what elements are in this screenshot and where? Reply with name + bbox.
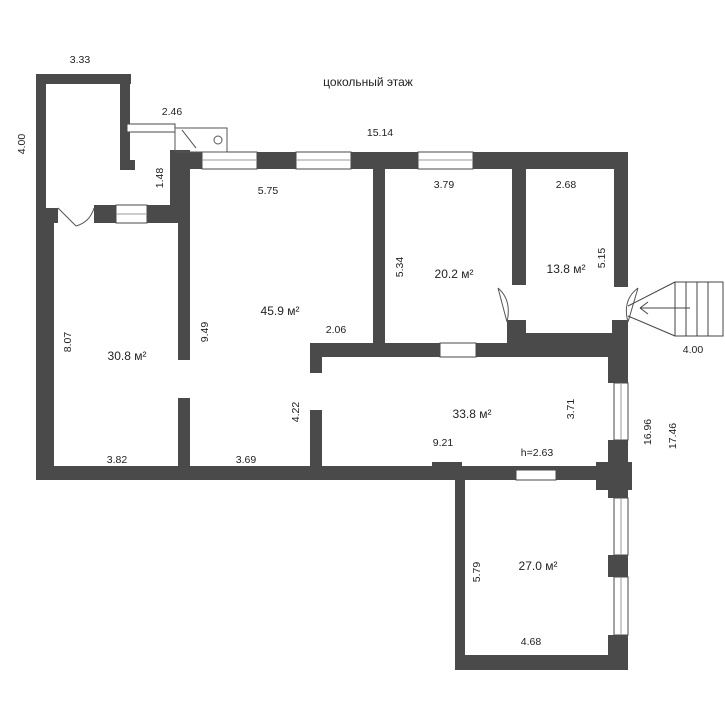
room-area: 30.8 м² (108, 349, 147, 363)
dimension-label: h=2.63 (521, 447, 554, 459)
dimension-label: 3.79 (434, 179, 455, 191)
exterior-stair (627, 281, 724, 337)
dimension-label: 5.34 (394, 257, 406, 278)
room-area: 20.2 м² (435, 267, 474, 281)
room-area: 13.8 м² (547, 262, 586, 276)
dimension-label: 1.48 (154, 168, 166, 189)
room-area: 45.9 м² (261, 304, 300, 318)
dimension-label: 9.49 (199, 322, 211, 343)
dimension-label: 5.75 (258, 185, 279, 197)
door-swing (497, 287, 509, 323)
dimension-label: 3.71 (565, 399, 577, 420)
dimension-label: 2.46 (162, 106, 183, 118)
dimension-label: 3.69 (236, 454, 257, 466)
dimension-label: 4.22 (290, 402, 302, 423)
dimension-labels: 3.33 2.46 15.14 5.75 3.79 2.68 2.06 4.00… (16, 54, 703, 648)
window (439, 342, 477, 358)
dimension-label: 4.00 (683, 344, 704, 356)
floor-title: цокольный этаж (323, 75, 413, 89)
window (126, 123, 176, 133)
window (515, 469, 557, 481)
walls (36, 74, 632, 670)
entry-steps (174, 127, 228, 153)
dimension-label: 2.68 (556, 179, 577, 191)
dimension-label: 2.06 (326, 324, 347, 336)
room-area: 33.8 м² (453, 407, 492, 421)
dimension-label: 3.82 (107, 454, 128, 466)
door-swing (625, 287, 639, 323)
dimension-label: 5.15 (596, 248, 608, 269)
dimension-label: 15.14 (367, 127, 393, 139)
dimension-label: 4.68 (521, 636, 542, 648)
room-area: 27.0 м² (519, 559, 558, 573)
dimension-label: 3.33 (70, 54, 91, 66)
dimension-label: 17.46 (667, 423, 679, 449)
dimension-label: 8.07 (62, 332, 74, 353)
dimension-label: 9.21 (433, 437, 454, 449)
windows (115, 123, 629, 636)
door-swing (57, 207, 95, 227)
dimension-label: 4.00 (16, 134, 28, 155)
dimension-label: 5.79 (471, 562, 483, 583)
dimension-label: 16.96 (642, 419, 654, 445)
